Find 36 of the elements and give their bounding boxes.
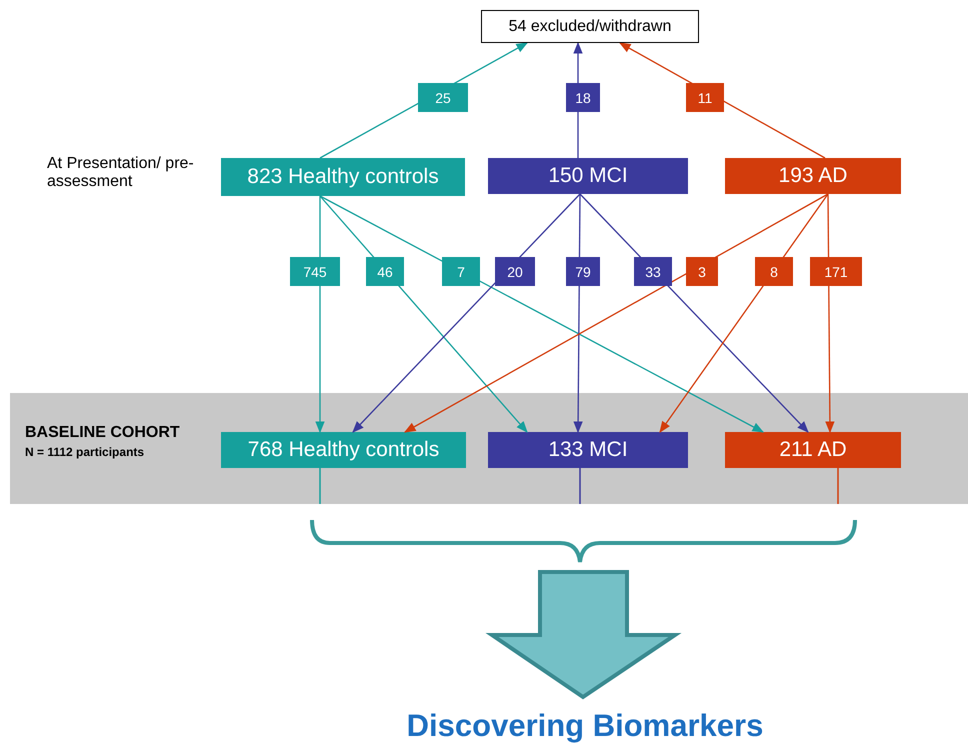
edge-label: 25 xyxy=(418,83,468,112)
edge-label: 3 xyxy=(686,257,718,286)
arrow xyxy=(320,196,528,433)
edge-label: 745 xyxy=(290,257,340,286)
edge-label: 7 xyxy=(442,257,480,286)
stage-label: At Presentation/ pre-assessment xyxy=(47,155,195,191)
group-label: 211 AD xyxy=(779,438,847,462)
edge-label: 11 xyxy=(686,83,724,112)
arrow xyxy=(404,193,828,433)
cohort-band xyxy=(10,393,968,504)
cohort-size: N = 1112 participants xyxy=(25,445,144,459)
group-box xyxy=(221,158,465,196)
outcome-heading: Discovering Biomarkers xyxy=(406,708,764,744)
edge-label: 79 xyxy=(566,257,600,286)
group-label: 768 Healthy controls xyxy=(248,438,440,462)
outcome-box xyxy=(481,10,699,43)
outcome-text: 54 excluded/withdrawn xyxy=(508,18,672,36)
group-box xyxy=(725,158,901,194)
group-label: 193 AD xyxy=(778,164,848,188)
edge-label: 46 xyxy=(366,257,404,286)
edge-label: 20 xyxy=(495,257,535,286)
edge-label: 18 xyxy=(566,83,600,112)
group-label: 133 MCI xyxy=(548,438,628,462)
group-label: 823 Healthy controls xyxy=(247,165,439,189)
edge-label: 33 xyxy=(634,257,672,286)
edge-label: 171 xyxy=(810,257,862,286)
group-box xyxy=(221,432,466,468)
group-box xyxy=(488,432,688,468)
group-box xyxy=(725,432,901,468)
arrow xyxy=(315,196,325,434)
arrow xyxy=(352,194,580,433)
edge-label: 8 xyxy=(755,257,793,286)
cohort-heading: BASELINE COHORT xyxy=(25,424,180,442)
group-label: 150 MCI xyxy=(548,164,628,188)
arrow xyxy=(320,195,764,433)
group-box xyxy=(488,158,688,194)
